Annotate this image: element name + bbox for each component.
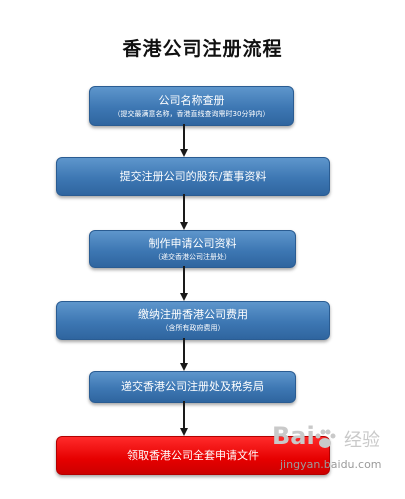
- step-2-label: 提交注册公司的股东/董事资料: [119, 169, 267, 183]
- step-3-label: 制作申请公司资料: [148, 236, 237, 250]
- arrow-3: [180, 266, 188, 301]
- step-3-box: 制作申请公司资料 （递交香港公司注册处）: [89, 230, 296, 268]
- step-1-label: 公司名称查册: [158, 93, 225, 107]
- step-4-box: 缴纳注册香港公司费用 （含所有政府费用）: [56, 301, 330, 340]
- arrow-2: [180, 194, 188, 230]
- step-1-box: 公司名称查册 （提交最满意名称，香港直线查询需时30分钟内）: [89, 86, 294, 126]
- baidu-watermark: Bai 经验 jingyan.baidu.com: [270, 422, 400, 492]
- step-3-note: （递交香港公司注册处）: [154, 252, 231, 261]
- step-6-label: 领取香港公司全套申请文件: [127, 448, 259, 462]
- step-6-box: 领取香港公司全套申请文件: [56, 436, 330, 475]
- step-2-box: 提交注册公司的股东/董事资料: [56, 157, 330, 196]
- arrow-1: [180, 124, 188, 157]
- step-4-note: （含所有政府费用）: [161, 324, 225, 332]
- arrow-5: [180, 401, 188, 436]
- watermark-logo-cn: 经验: [344, 430, 380, 451]
- step-4-label: 缴纳注册香港公司费用: [138, 308, 248, 321]
- diagram-title: 香港公司注册流程: [122, 38, 283, 60]
- watermark-logo-text: Bai: [272, 422, 315, 450]
- step-5-box: 递交香港公司注册处及税务局: [89, 371, 296, 403]
- paw-icon: [315, 429, 336, 448]
- step-1-note: （提交最满意名称，香港直线查询需时30分钟内）: [113, 109, 270, 118]
- watermark-url: jingyan.baidu.com: [280, 458, 382, 471]
- arrow-4: [180, 338, 188, 371]
- step-5-label: 递交香港公司注册处及税务局: [121, 380, 264, 393]
